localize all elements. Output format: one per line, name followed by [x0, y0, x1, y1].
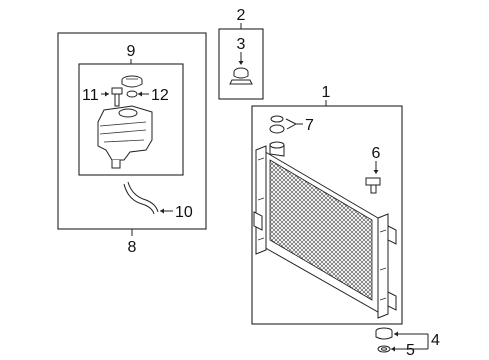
reservoir-group: 9 11 12 10 — [57, 32, 207, 256]
arrow-11 — [105, 91, 109, 97]
callout-9: 9 — [127, 43, 136, 60]
callout-1: 1 — [322, 84, 331, 101]
cap-box — [218, 28, 264, 100]
mount-group: 4 5 — [375, 327, 440, 359]
callout-8: 8 — [128, 239, 137, 256]
bolt-icon — [111, 87, 123, 107]
radiator-cap-icon — [229, 67, 253, 85]
cap-group: 2 3 — [218, 7, 264, 100]
callout-4: 4 — [431, 332, 440, 349]
callout-6: 6 — [372, 145, 381, 162]
mount-bushing-icon — [375, 327, 393, 340]
callout-10: 10 — [175, 204, 193, 221]
gasket-lower-icon — [269, 124, 285, 134]
callout-12: 12 — [151, 87, 169, 104]
arrow-12 — [138, 91, 142, 97]
callout-2: 2 — [237, 7, 246, 24]
radiator-core-icon — [253, 141, 397, 319]
mount-insulator-icon — [377, 345, 391, 353]
callout-7: 7 — [305, 117, 314, 134]
reservoir-tank-icon — [97, 105, 153, 169]
reservoir-cap-icon — [121, 75, 143, 88]
o-ring-icon — [126, 90, 138, 98]
radiator-group: 1 7 6 — [251, 84, 403, 325]
gasket-upper-icon — [270, 115, 284, 123]
callout-11: 11 — [82, 87, 99, 104]
drain-plug-icon — [365, 177, 381, 194]
callout-5: 5 — [406, 342, 415, 359]
callout-3: 3 — [237, 36, 246, 53]
overflow-hose-icon — [127, 181, 159, 213]
radiator-box — [251, 105, 403, 325]
